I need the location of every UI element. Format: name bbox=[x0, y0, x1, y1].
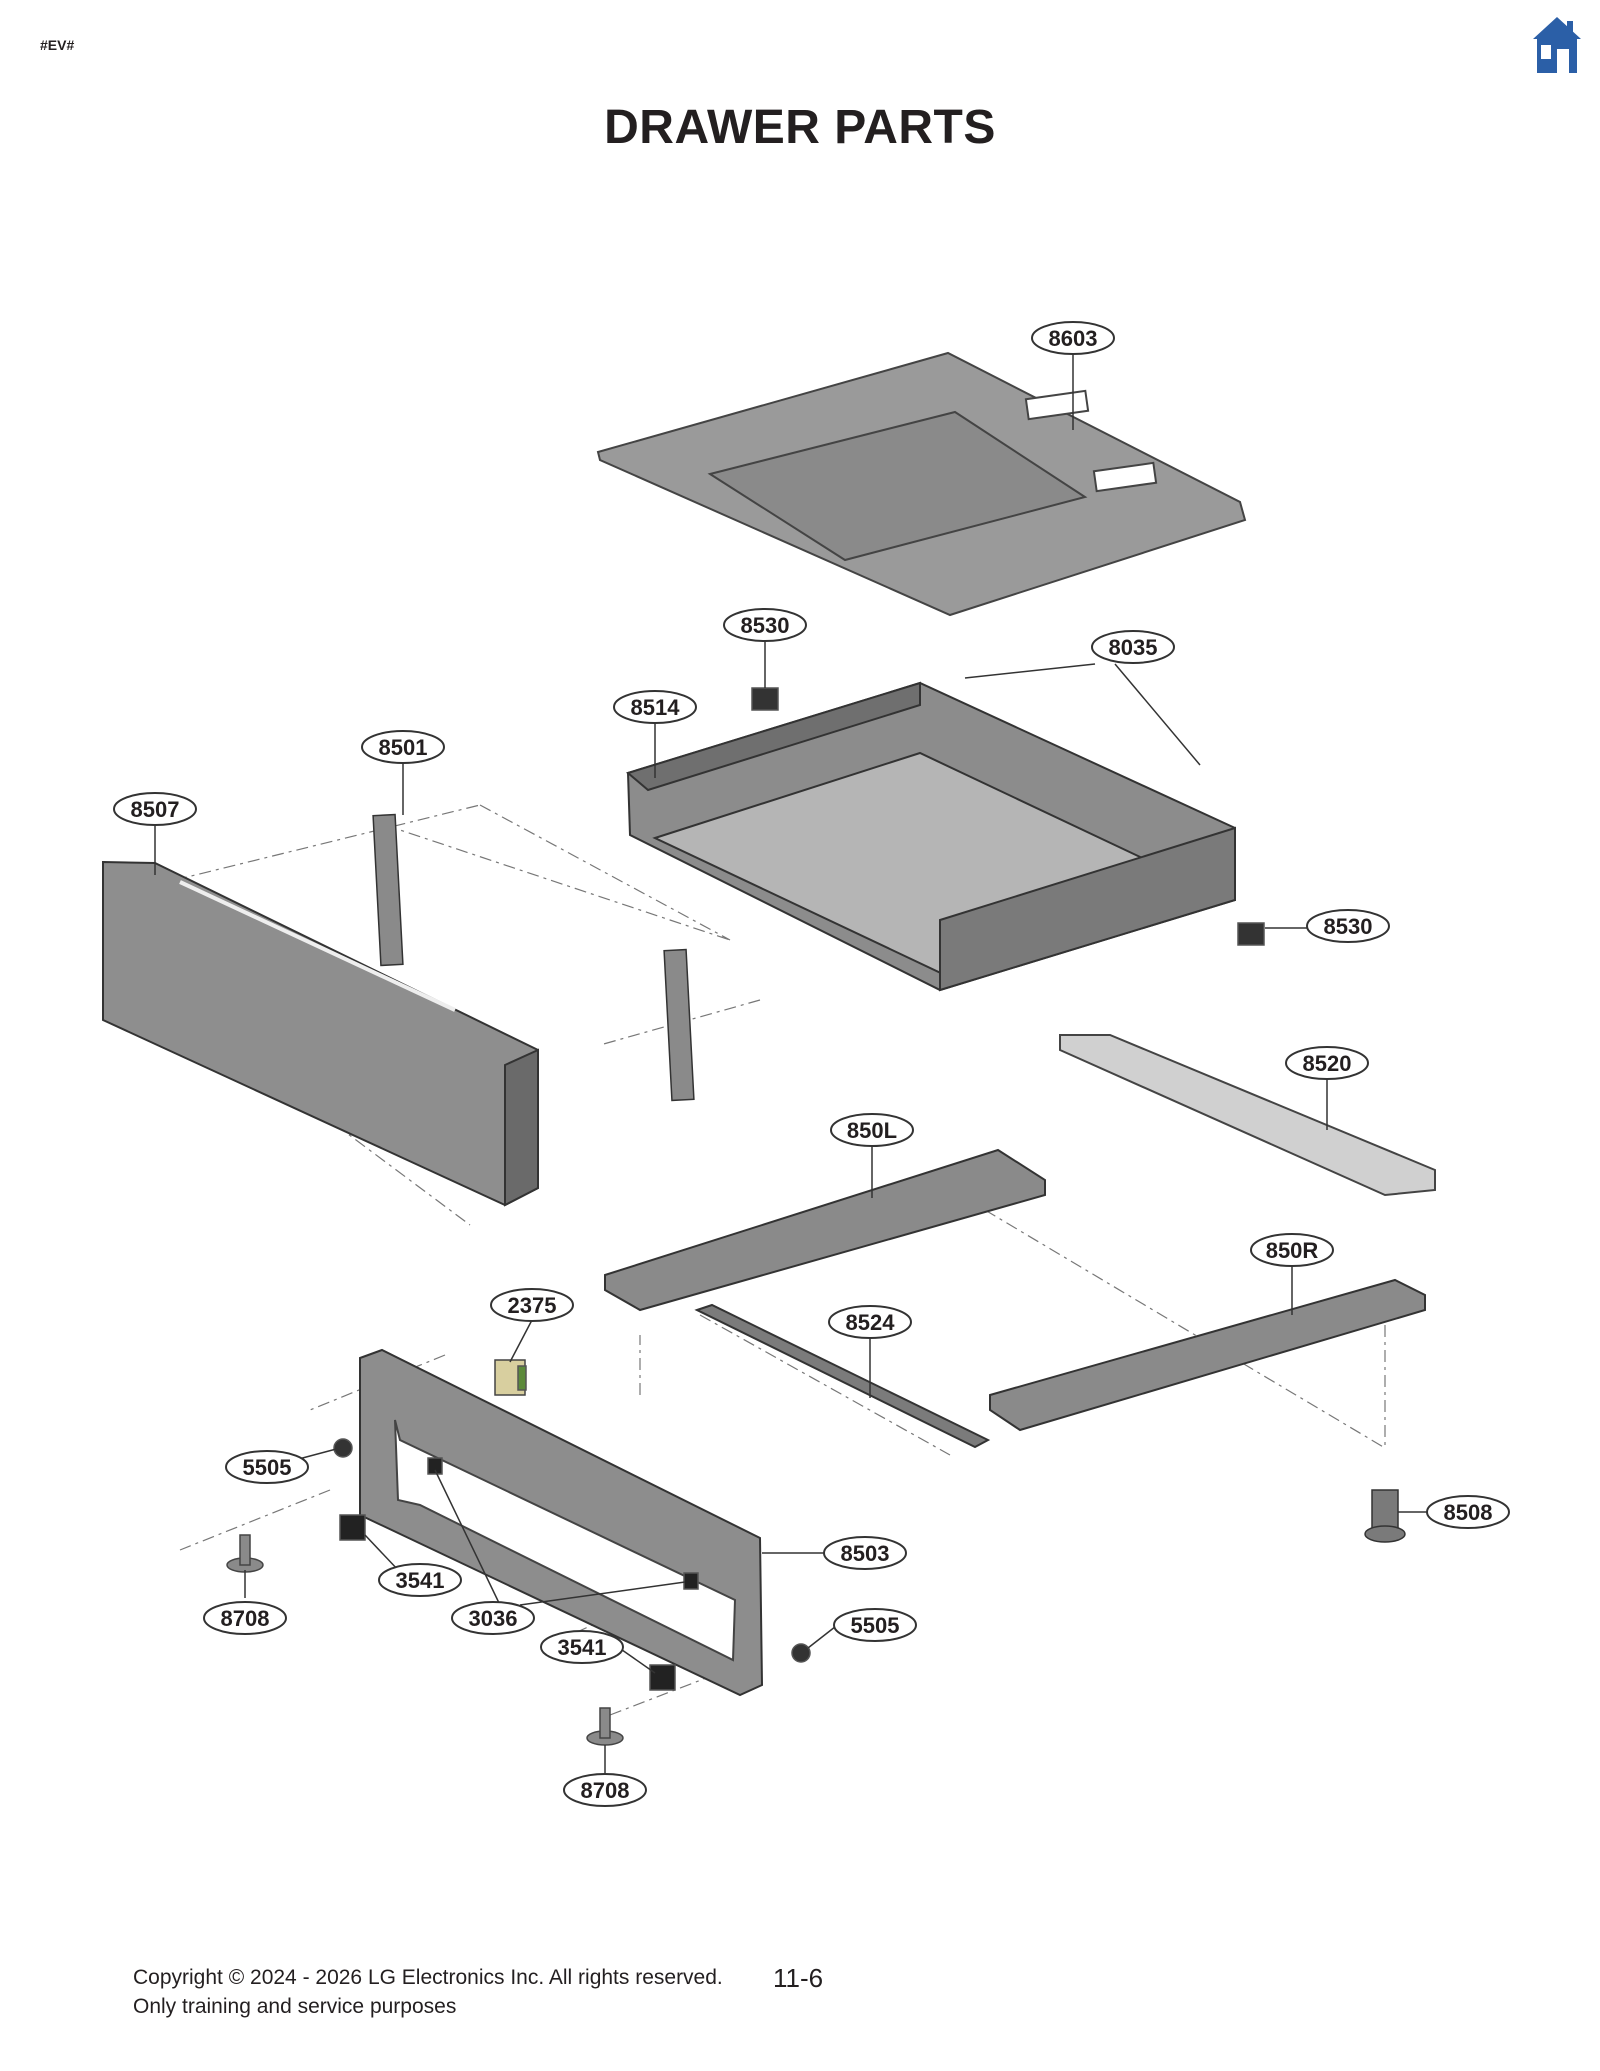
svg-text:5505: 5505 bbox=[851, 1613, 900, 1638]
callout-2375: 2375 bbox=[490, 1288, 574, 1322]
callout-8501: 8501 bbox=[361, 730, 445, 764]
svg-text:2375: 2375 bbox=[508, 1293, 557, 1318]
svg-text:8501: 8501 bbox=[379, 735, 428, 760]
svg-text:8530: 8530 bbox=[741, 613, 790, 638]
callout-8514: 8514 bbox=[613, 690, 697, 724]
callout-8503: 8503 bbox=[823, 1536, 907, 1570]
callout-8520: 8520 bbox=[1285, 1046, 1369, 1080]
svg-text:8524: 8524 bbox=[846, 1310, 896, 1335]
svg-text:3541: 3541 bbox=[558, 1635, 607, 1660]
svg-text:8514: 8514 bbox=[631, 695, 681, 720]
callout-8508: 8508 bbox=[1426, 1495, 1510, 1529]
callout-3036: 3036 bbox=[451, 1601, 535, 1635]
part-slide-right bbox=[989, 1278, 1426, 1432]
footer: Copyright © 2024 - 2026 LG Electronics I… bbox=[133, 1963, 723, 2021]
part-rail-8520 bbox=[1059, 1034, 1436, 1197]
usage-note: Only training and service purposes bbox=[133, 1995, 457, 2018]
svg-text:3541: 3541 bbox=[396, 1568, 445, 1593]
svg-text:8708: 8708 bbox=[221, 1606, 270, 1631]
part-door-frame bbox=[359, 1348, 764, 1697]
callout-3541: 3541 bbox=[378, 1563, 462, 1597]
callout-8530: 8530 bbox=[723, 608, 807, 642]
svg-text:8520: 8520 bbox=[1303, 1051, 1352, 1076]
callout-8524: 8524 bbox=[828, 1305, 912, 1339]
part-leveler bbox=[1364, 1489, 1406, 1543]
svg-text:850R: 850R bbox=[1266, 1238, 1319, 1263]
part-roller bbox=[226, 1534, 624, 1746]
part-clip bbox=[339, 1514, 366, 1541]
part-stopper bbox=[1237, 922, 1265, 946]
part-bracket-right bbox=[663, 948, 695, 1102]
page-title: DRAWER PARTS bbox=[604, 101, 996, 154]
callout-8507: 8507 bbox=[113, 792, 197, 826]
svg-text:3036: 3036 bbox=[469, 1606, 518, 1631]
callout-5505-right: 5505 bbox=[833, 1608, 917, 1642]
part-magnet bbox=[683, 1572, 699, 1590]
part-slide-left bbox=[604, 1148, 1046, 1312]
part-stopper bbox=[751, 687, 779, 711]
callout-8708: 8708 bbox=[203, 1601, 287, 1635]
svg-text:850L: 850L bbox=[847, 1118, 897, 1143]
callout-8530-right: 8530 bbox=[1306, 909, 1390, 943]
part-top-cover bbox=[596, 351, 1247, 617]
svg-text:8708: 8708 bbox=[581, 1778, 630, 1803]
copyright-text: Copyright © 2024 - 2026 LG Electronics I… bbox=[133, 1966, 723, 1989]
part-bumper bbox=[333, 1438, 353, 1458]
callout-5505: 5505 bbox=[225, 1450, 309, 1484]
svg-text:8530: 8530 bbox=[1324, 914, 1373, 939]
callout-8035: 8035 bbox=[1091, 630, 1175, 664]
callout-850R: 850R bbox=[1250, 1233, 1334, 1267]
document-tag: #EV# bbox=[40, 37, 75, 53]
page-number: 11-6 bbox=[773, 1963, 824, 1993]
part-drawer-body bbox=[625, 681, 1236, 992]
callout-8603: 8603 bbox=[1031, 321, 1115, 355]
svg-text:8503: 8503 bbox=[841, 1541, 890, 1566]
callout-8708-right: 8708 bbox=[563, 1773, 647, 1807]
svg-text:8603: 8603 bbox=[1049, 326, 1098, 351]
part-clip bbox=[649, 1664, 676, 1691]
callout-3541-right: 3541 bbox=[540, 1630, 624, 1664]
part-bracket-left bbox=[372, 813, 404, 967]
svg-text:8035: 8035 bbox=[1109, 635, 1158, 660]
svg-text:5505: 5505 bbox=[243, 1455, 292, 1480]
part-front-panel bbox=[102, 860, 539, 1207]
home-icon[interactable] bbox=[1531, 15, 1583, 75]
part-magnet bbox=[427, 1457, 443, 1475]
svg-text:8507: 8507 bbox=[131, 797, 180, 822]
svg-text:8508: 8508 bbox=[1444, 1500, 1493, 1525]
part-bar-8524 bbox=[694, 1303, 991, 1449]
callout-850L: 850L bbox=[830, 1113, 914, 1147]
part-bumper bbox=[791, 1643, 811, 1663]
